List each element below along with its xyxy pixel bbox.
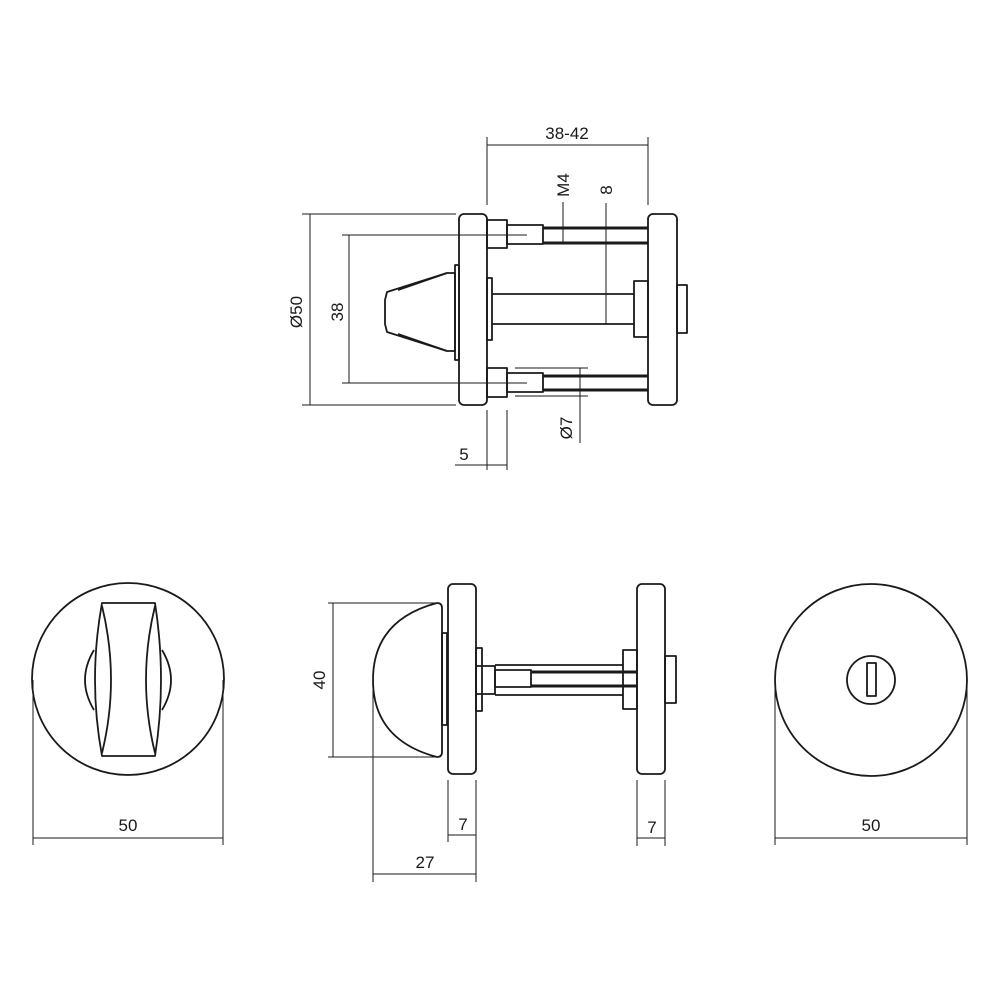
label-rosette-diameter: Ø50 xyxy=(287,296,306,328)
rosette-circle xyxy=(31,582,225,776)
rosette-circle xyxy=(774,583,968,777)
left-collar xyxy=(84,649,95,711)
dimension-left-thickness: 7 xyxy=(447,780,477,842)
spindle xyxy=(486,277,688,341)
dimension-knob-depth: 27 xyxy=(372,690,477,882)
release-circle xyxy=(846,655,896,705)
dimension-back-diameter: 50 xyxy=(774,680,968,845)
left-rosette xyxy=(447,583,477,775)
label-screw-diameter: Ø7 xyxy=(557,417,576,440)
dimension-right-thickness: 7 xyxy=(636,780,666,846)
release-slot xyxy=(866,662,877,697)
right-collar xyxy=(161,649,172,711)
label-front-diameter: 50 xyxy=(119,816,138,835)
front-view: 50 xyxy=(31,582,225,845)
top-screw xyxy=(486,219,648,249)
label-thread: M4 xyxy=(554,173,573,197)
dimension-width-range: 38-42 xyxy=(486,124,649,205)
dimension-screw-spacing: 38 xyxy=(328,234,527,384)
side-view: 38-42 xyxy=(287,124,688,470)
label-offset: 5 xyxy=(459,445,468,464)
right-rosette xyxy=(647,213,678,406)
label-left-thickness: 7 xyxy=(458,815,467,834)
knob-plate xyxy=(441,632,448,726)
spindle-assembly xyxy=(475,647,677,712)
dome-knob xyxy=(372,602,443,758)
dimension-spindle: 8 xyxy=(597,185,616,324)
profile-view: 40 7 7 27 xyxy=(310,583,677,882)
right-rosette xyxy=(636,583,666,775)
dimension-screw-diameter: Ø7 xyxy=(515,367,588,443)
label-screw-spacing: 38 xyxy=(328,303,347,322)
left-rosette xyxy=(458,213,488,406)
dimension-knob-height: 40 xyxy=(310,602,440,758)
label-knob-height: 40 xyxy=(310,671,329,690)
turn-knob xyxy=(384,264,460,361)
label-width-range: 38-42 xyxy=(545,124,588,143)
dimension-front-diameter: 50 xyxy=(32,680,224,845)
turn-handle xyxy=(94,602,162,757)
label-right-thickness: 7 xyxy=(647,818,656,837)
label-back-diameter: 50 xyxy=(862,816,881,835)
back-view: 50 xyxy=(774,583,968,845)
dimension-offset: 5 xyxy=(455,410,508,470)
label-spindle: 8 xyxy=(597,185,616,194)
label-knob-depth: 27 xyxy=(416,853,435,872)
dimension-rosette-diameter: Ø50 xyxy=(287,213,456,406)
dimension-thread: M4 xyxy=(554,173,573,243)
